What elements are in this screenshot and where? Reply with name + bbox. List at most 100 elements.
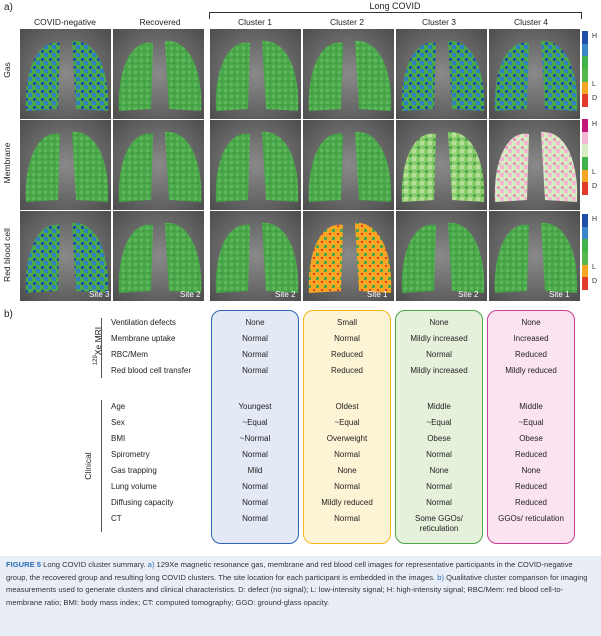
cluster-3-clinical-value: Some GGOs/ reticulation (414, 514, 463, 533)
cluster-2-mri-value: Reduced (330, 366, 364, 375)
cluster-2-clinical-value: Mildly reduced (321, 498, 373, 507)
scale-membrane-low: L (592, 169, 596, 176)
scale-membrane-defect: D (592, 183, 598, 190)
right-lung-map (355, 40, 392, 111)
cluster-1-clinical-value: Normal (242, 498, 268, 507)
site-tag-cluster-1: Site 2 (275, 290, 296, 299)
scale-membrane: H L D (582, 119, 601, 199)
cluster-2-clinical-value: Oldest (335, 402, 359, 411)
scale-gas-low: L (592, 81, 596, 88)
cluster-4-clinical-value: ~Equal (518, 418, 544, 427)
cluster-3-clinical-value: Normal (426, 498, 452, 507)
right-lung-map (355, 222, 392, 293)
col-label-cluster-1: Cluster 1 (237, 17, 272, 27)
cluster-1-mri-value: Normal (242, 334, 268, 343)
site-tag-covid-negative: Site 3 (89, 290, 110, 299)
row-label-membrane: Membrane (2, 142, 12, 184)
scale-swatch (582, 69, 588, 82)
scale-rbc-high: H (592, 216, 598, 223)
cluster-1-clinical-value: Normal (242, 450, 268, 459)
right-lung-map (355, 131, 392, 202)
caption-b-label: b) (437, 572, 445, 582)
caption-text-1: Long COVID cluster summary. (41, 560, 148, 569)
cluster-2-mri-value: Normal (334, 334, 360, 343)
row-label-gas: Gas (2, 62, 12, 78)
scale-swatch (582, 182, 588, 195)
scale-rbc: H L D (582, 214, 601, 294)
clinical-row-lung-volume: Lung volume (111, 482, 157, 491)
cluster-1-clinical-value: Normal (242, 514, 268, 523)
col-label-cluster-4: Cluster 4 (513, 17, 548, 27)
long-covid-bracket (209, 12, 582, 19)
scale-swatch (582, 264, 588, 278)
left-lung-map (25, 224, 60, 293)
cluster-1-box (211, 310, 299, 544)
scale-swatch (582, 94, 588, 107)
cluster-2-clinical-value: Normal (334, 514, 360, 523)
cluster-1-clinical-value: Normal (242, 482, 268, 491)
cluster-2-clinical-value: None (337, 466, 357, 475)
cluster-3-clinical-value: Middle (427, 402, 451, 411)
left-lung-map (25, 133, 60, 202)
cluster-2-mri-value: Reduced (330, 350, 364, 359)
cluster-2-clinical-value: Normal (334, 482, 360, 491)
cluster-4-clinical-value: GGOs/ reticulation (498, 514, 564, 523)
scale-swatch (582, 277, 588, 290)
figure-caption: FIGURE 5 Long COVID cluster summary. a) … (6, 559, 594, 609)
scale-bar-rbc (582, 214, 588, 290)
right-lung-map (541, 222, 578, 293)
caption-text-3: Qualitative cluster comparison for imagi… (6, 572, 588, 607)
col-label-cluster-2: Cluster 2 (329, 17, 364, 27)
clinical-row-age: Age (111, 402, 126, 411)
cluster-3-clinical-value: None (429, 466, 449, 475)
cluster-2-box (303, 310, 391, 544)
cluster-4-clinical-value: Middle (519, 402, 543, 411)
right-lung-map (165, 40, 202, 111)
long-covid-header: Long COVID (369, 1, 421, 11)
scale-swatch (582, 214, 588, 227)
left-lung-map (494, 42, 529, 111)
cluster-3-mri-value: Normal (426, 350, 452, 359)
scale-rbc-low: L (592, 264, 596, 271)
lung-image-grid (20, 29, 580, 301)
left-lung-map (215, 42, 250, 111)
cluster-1-mri-value: Normal (242, 366, 268, 375)
cluster-3-mri-value: Mildly increased (410, 334, 468, 343)
cluster-4-clinical-value: Reduced (514, 450, 548, 459)
scale-bar-membrane (582, 119, 588, 195)
col-label-cluster-3: Cluster 3 (421, 17, 456, 27)
caption-background (0, 556, 601, 636)
cluster-4-clinical-value: Reduced (514, 482, 548, 491)
scale-gas-defect: D (592, 95, 598, 102)
left-lung-map (118, 224, 153, 293)
scale-swatch (582, 81, 588, 95)
left-lung-map (308, 224, 343, 293)
clinical-bracket (101, 400, 102, 532)
cluster-1-mri-value: None (245, 318, 265, 327)
cluster-4-mri-value: None (521, 318, 541, 327)
cluster-2-clinical-value: Normal (334, 450, 360, 459)
scale-bar-gas (582, 31, 588, 107)
scale-swatch (582, 144, 588, 157)
scale-swatch (582, 169, 588, 183)
cluster-1-clinical-value: Youngest (238, 402, 272, 411)
left-lung-map (215, 133, 250, 202)
site-tag-cluster-3: Site 2 (458, 290, 479, 299)
image-grid (20, 29, 580, 301)
cluster-3-mri-value: None (429, 318, 449, 327)
cluster-4-clinical-value: Reduced (514, 498, 548, 507)
mri-bracket (101, 318, 102, 378)
mri-row-membrane: Membrane uptake (111, 334, 176, 343)
site-tag-recovered: Site 2 (180, 290, 201, 299)
left-lung-map (308, 133, 343, 202)
mri-row-rbc-transfer: Red blood cell transfer (111, 366, 192, 375)
left-lung-map (118, 42, 153, 111)
cluster-1-mri-value: Normal (242, 350, 268, 359)
mri-row-rbc-mem: RBC/Mem (111, 350, 148, 359)
left-lung-map (215, 224, 250, 293)
col-label-recovered: Recovered (139, 17, 181, 27)
left-lung-map (401, 42, 436, 111)
scale-swatch (582, 119, 588, 132)
cluster-4-clinical-value: None (521, 466, 541, 475)
right-lung-map (541, 40, 578, 111)
